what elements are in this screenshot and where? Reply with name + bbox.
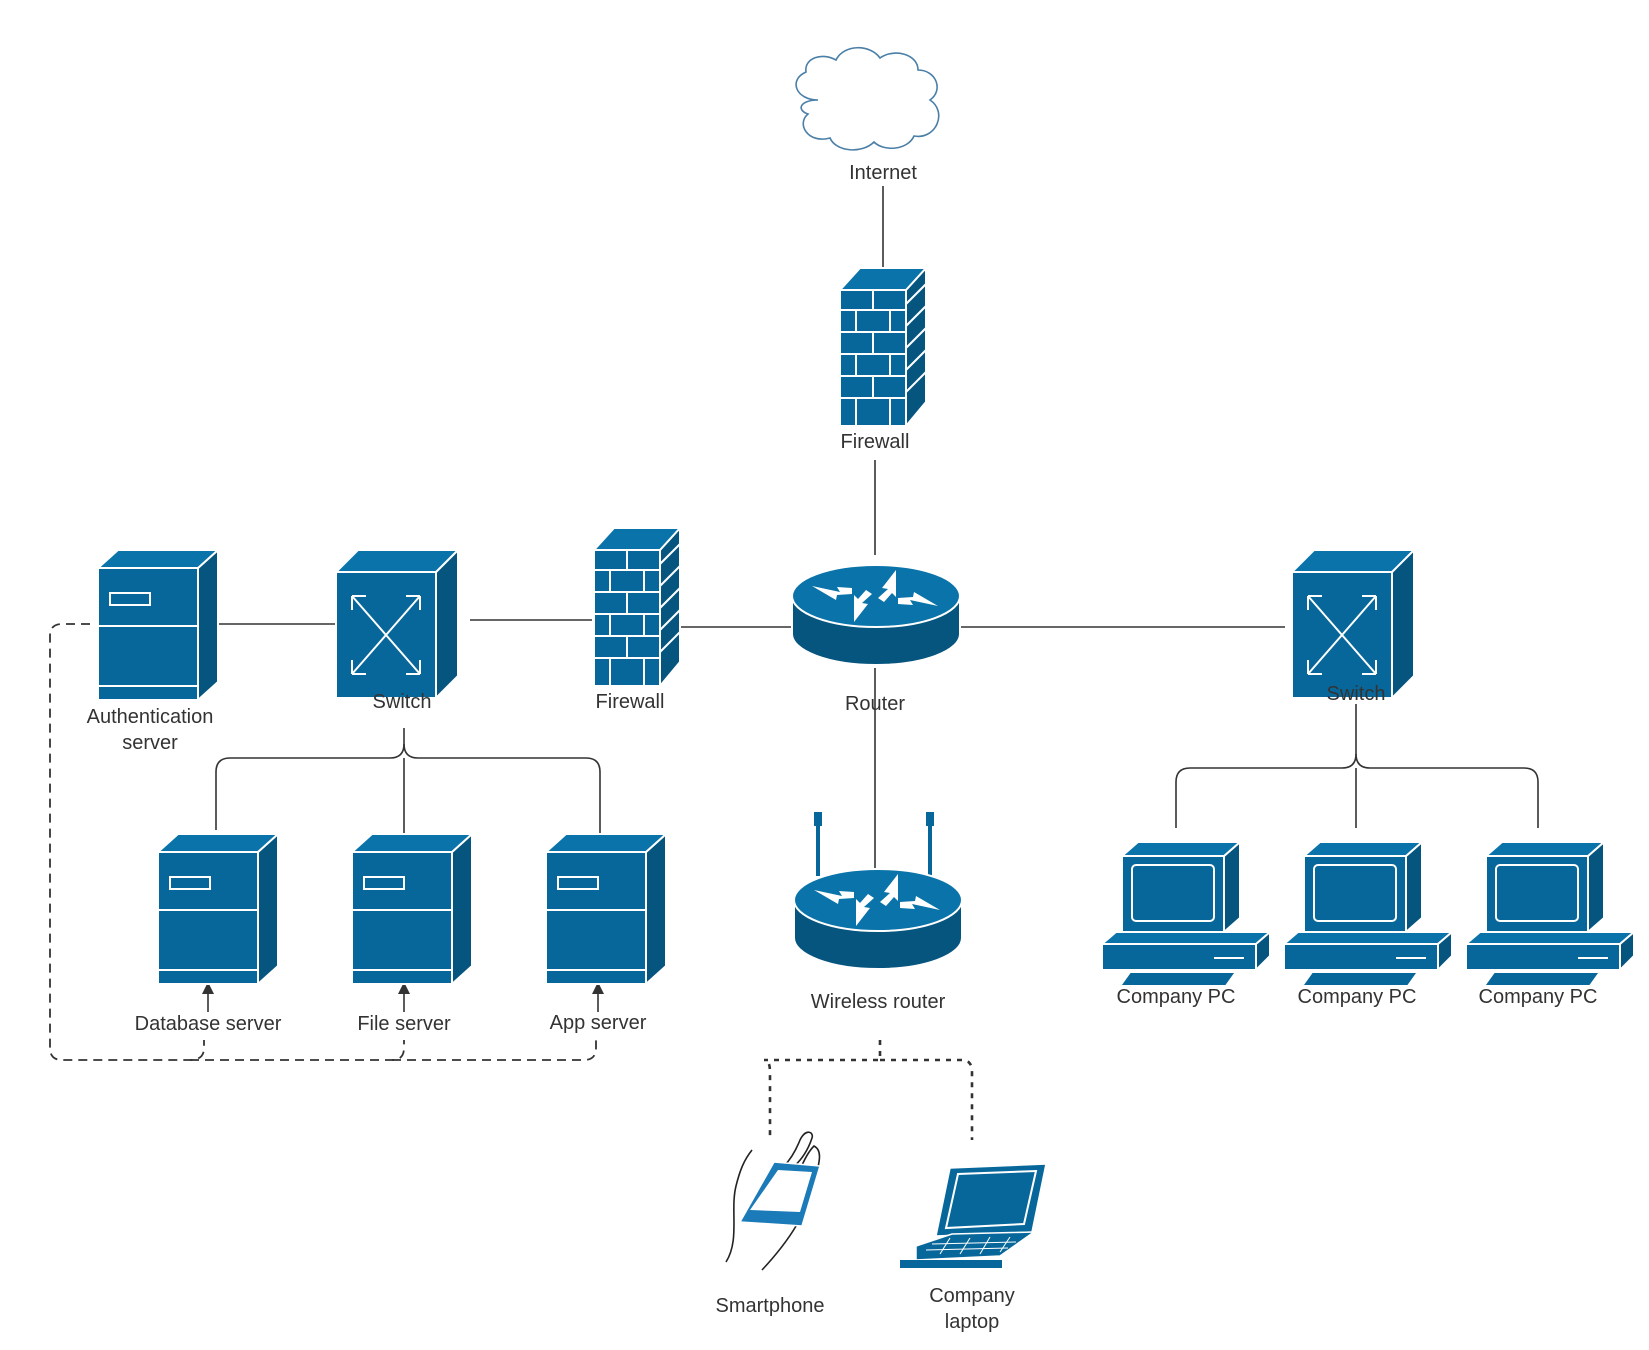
smartphone-icon	[725, 1131, 821, 1271]
company-pc-3-icon	[1465, 841, 1635, 987]
auth-server-label-line1: Authentication	[87, 706, 214, 728]
switch-left-icon	[335, 549, 459, 699]
firewall-top-icon	[839, 267, 927, 427]
connections	[49, 186, 1539, 1140]
company-pc-1-label: Company PC	[1117, 986, 1236, 1008]
company-pc-2-label: Company PC	[1298, 986, 1417, 1008]
file-server-label: File server	[357, 1013, 451, 1035]
database-server-label: Database server	[135, 1013, 282, 1035]
firewall-mid-icon	[593, 527, 681, 687]
company-pc-3-label: Company PC	[1479, 986, 1598, 1008]
wireless-router-label: Wireless router	[811, 991, 946, 1013]
smartphone-label: Smartphone	[716, 1295, 825, 1317]
file-server-icon	[351, 833, 473, 985]
auth-server-label-line2: server	[122, 732, 178, 754]
switch-right-label: Switch	[1327, 683, 1386, 705]
app-server-label: App server	[550, 1012, 647, 1034]
authentication-server-icon	[97, 549, 219, 701]
laptop-icon	[900, 1163, 1047, 1268]
switch-right-icon	[1291, 549, 1415, 699]
company-pc-2-icon	[1283, 841, 1453, 987]
laptop-label-line2: laptop	[945, 1311, 1000, 1333]
switch-left-label: Switch	[373, 691, 432, 713]
wireless-router-icon	[793, 812, 963, 970]
laptop-label-line1: Company	[929, 1285, 1015, 1307]
internet-cloud-icon	[795, 46, 940, 151]
router-icon	[791, 564, 961, 666]
internet-label: Internet	[849, 162, 917, 184]
company-pc-1-icon	[1101, 841, 1271, 987]
firewall-mid-label: Firewall	[596, 691, 665, 713]
app-server-icon	[545, 833, 667, 985]
router-label: Router	[845, 693, 905, 715]
database-server-icon	[157, 833, 279, 985]
firewall-top-label: Firewall	[841, 431, 910, 453]
